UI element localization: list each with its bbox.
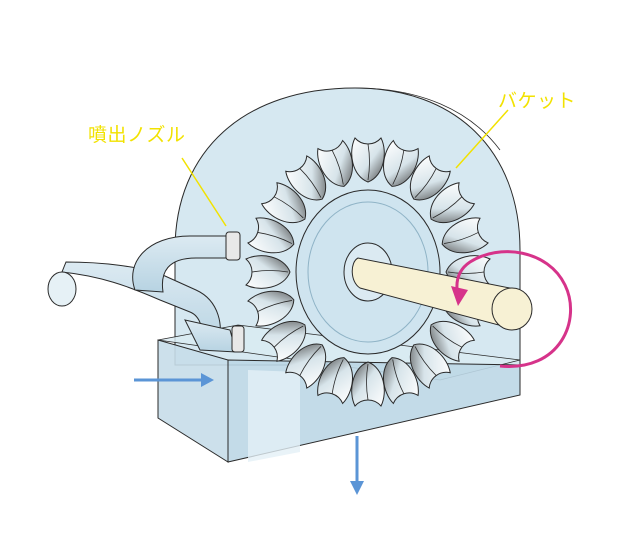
bucket <box>429 320 476 362</box>
nozzle-tip-upper <box>225 231 241 261</box>
inlet-pipe-opening <box>47 271 77 307</box>
housing-highlight <box>248 370 300 462</box>
bucket <box>247 290 295 327</box>
bucket <box>351 361 385 407</box>
bucket <box>409 155 451 201</box>
bucket-leader-line <box>455 109 509 169</box>
housing-dome-depth <box>354 87 501 151</box>
nozzle-tip-lower <box>231 325 245 353</box>
nozzle-label: 噴出ノズル <box>88 124 186 146</box>
curved-arrow-icon <box>451 250 573 368</box>
bucket <box>429 182 476 224</box>
bucket <box>317 139 353 187</box>
bucket <box>285 343 327 389</box>
bucket <box>351 137 385 183</box>
arrow-right-icon <box>134 373 214 387</box>
bucket <box>285 155 327 201</box>
shaft <box>351 257 521 329</box>
bucket <box>383 357 419 405</box>
bucket <box>383 139 419 187</box>
bucket <box>260 320 307 362</box>
shaft-end <box>491 287 533 331</box>
bucket <box>317 357 353 405</box>
nozzle-leader-line <box>181 157 227 227</box>
bucket <box>247 217 295 254</box>
bucket <box>260 182 307 224</box>
arrow-down-icon <box>350 436 364 495</box>
housing-base-front <box>157 339 229 463</box>
bucket <box>245 255 291 289</box>
bucket <box>441 217 489 254</box>
bucket-label: バケット <box>498 90 577 112</box>
bucket <box>409 343 451 389</box>
